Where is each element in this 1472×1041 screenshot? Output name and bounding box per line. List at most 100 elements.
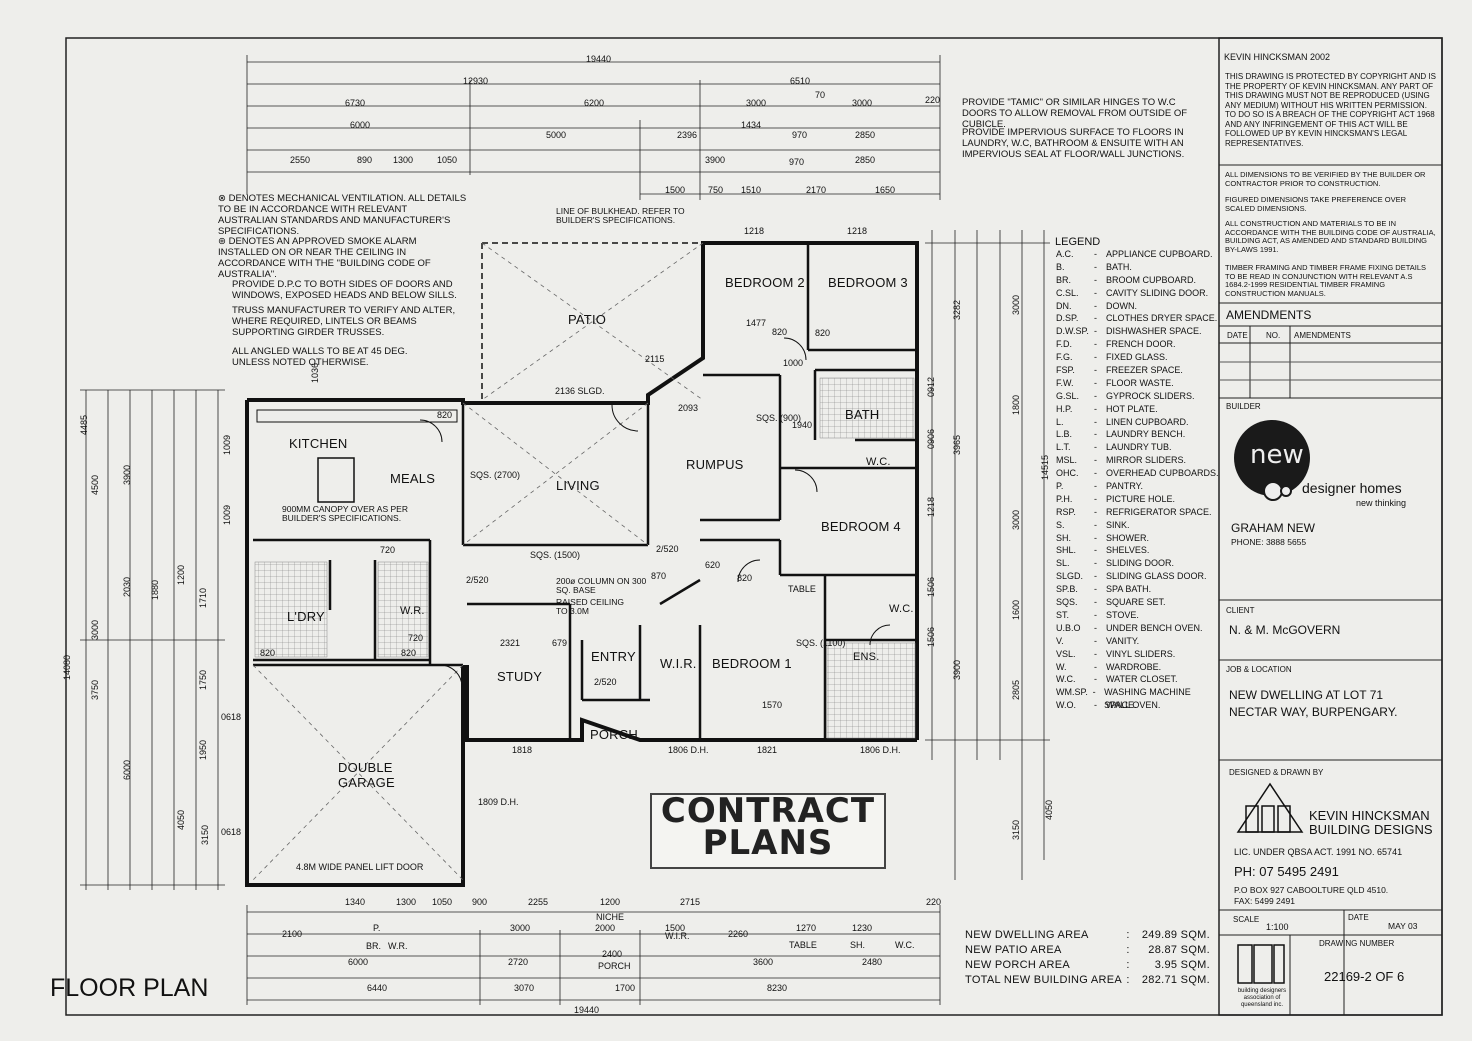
legend-description: CAVITY SLIDING DOOR. <box>1106 287 1209 298</box>
area-value: 28.87 SQM. <box>1148 944 1210 956</box>
right-dimension: 1600 <box>1011 599 1021 620</box>
right-dimension: 0912 <box>926 376 936 397</box>
top-dimension: 70 <box>815 90 826 100</box>
top-dimension: 3000 <box>746 98 767 108</box>
interior-dimension: 720 <box>408 633 424 643</box>
top-dimension: 1300 <box>393 155 414 165</box>
area-colon: : <box>1126 944 1130 956</box>
legend-abbreviation: SP.B. <box>1056 584 1078 595</box>
area-schedule: NEW DWELLING AREA:249.89 SQM.NEW PATIO A… <box>965 928 1210 988</box>
top-dimension: 1650 <box>875 185 896 195</box>
note-impervious: PROVIDE IMPERVIOUS SURFACE TO FLOORS IN … <box>962 127 1185 160</box>
legend-dash: - <box>1094 287 1097 298</box>
legend-abbreviation: WM.SP. <box>1056 687 1088 698</box>
left-dimension: 1950 <box>198 739 208 760</box>
legend-item: SHL.-SHELVES. <box>1056 544 1221 557</box>
legend-item: RSP.-REFRIGERATOR SPACE. <box>1056 506 1221 519</box>
legend-dash: - <box>1094 339 1097 350</box>
note-wc-hinges: PROVIDE "TAMIC" OR SIMILAR HINGES TO W.C… <box>962 97 1188 130</box>
drawing-title: FLOOR PLAN <box>50 974 209 1002</box>
legend-description: FRENCH DOOR. <box>1106 339 1176 350</box>
right-dimension: 3000 <box>1011 509 1021 530</box>
bottom-dimension: 900 <box>472 897 488 907</box>
room-study: STUDY <box>497 669 543 684</box>
drawing-number: 22169-2 OF 6 <box>1324 969 1405 984</box>
legend-description: FIXED GLASS. <box>1106 352 1168 363</box>
legend-dash: - <box>1094 545 1097 556</box>
left-dimension: 4485 <box>79 414 89 435</box>
legend-description: FLOOR WASTE. <box>1106 377 1174 388</box>
designer-name-1: KEVIN HINCKSMAN <box>1309 808 1430 823</box>
copyright-notice: THIS DRAWING IS PROTECTED BY COPYRIGHT A… <box>1225 72 1436 148</box>
legend-dash: - <box>1094 674 1097 685</box>
area-label: NEW DWELLING AREA <box>965 929 1089 941</box>
interior-dimension: 720 <box>380 545 396 555</box>
top-dimension: 12930 <box>463 76 489 86</box>
legend-abbreviation: P.H. <box>1056 493 1073 504</box>
interior-dimension: 1806 D.H. <box>668 745 709 755</box>
interior-dimension: SQS. (1500) <box>530 550 581 560</box>
bottom-dimension: 8230 <box>767 983 788 993</box>
legend-item: MSL.-MIRROR SLIDERS. <box>1056 454 1221 467</box>
room-bedroom-1: BEDROOM 1 <box>712 656 792 671</box>
legend-description: LAUNDRY BENCH. <box>1106 429 1186 440</box>
legend-item: F.D.-FRENCH DOOR. <box>1056 338 1221 351</box>
interior-dimension: 1809 D.H. <box>478 797 519 807</box>
left-dimension: 1200 <box>176 564 186 585</box>
legend-abbreviation: W.O. <box>1056 700 1076 711</box>
legend-description: VANITY. <box>1106 635 1140 646</box>
builder-phone: PHONE: 3888 5655 <box>1231 537 1307 547</box>
legend-description: GYPROCK SLIDERS. <box>1106 390 1195 401</box>
legend-item: BR.-BROOM CUPBOARD. <box>1056 274 1221 287</box>
right-dimension: 3965 <box>952 434 962 455</box>
interior-dimension: 1570 <box>762 700 783 710</box>
legend-dash: - <box>1094 635 1097 646</box>
legend-description: PANTRY. <box>1106 481 1144 492</box>
bottom-dimension: 2715 <box>680 897 701 907</box>
amendments-col-amendments: AMENDMENTS <box>1294 331 1351 340</box>
bottom-dimension: NICHE <box>596 912 625 922</box>
interior-dimension: 0618 <box>221 712 242 722</box>
bottom-dimension: 1700 <box>615 983 636 993</box>
bottom-dimension: PORCH <box>598 961 631 971</box>
legend-dash: - <box>1094 455 1097 466</box>
interior-dimension: 2/520 <box>466 575 489 585</box>
drawing-number-label: DRAWING NUMBER <box>1319 939 1395 948</box>
legend-description: UNDER BENCH OVEN. <box>1106 622 1203 633</box>
interior-dimension: 1477 <box>746 318 767 328</box>
area-row: TOTAL NEW BUILDING AREA:282.71 SQM. <box>965 973 1210 988</box>
left-dimension: 6000 <box>122 759 132 780</box>
legend-abbreviation: SL. <box>1056 558 1070 569</box>
left-dimension: 4500 <box>90 474 100 495</box>
legend-description: VINYL SLIDERS. <box>1106 648 1176 659</box>
legend-description: WASHING MACHINE SPACE. <box>1104 687 1191 711</box>
area-row: NEW PATIO AREA:28.87 SQM. <box>965 943 1210 958</box>
note-bulkhead: LINE OF BULKHEAD. REFER TO BUILDER'S SPE… <box>556 206 685 225</box>
legend-abbreviation: SQS. <box>1056 597 1078 608</box>
right-dimension: 3000 <box>1011 294 1021 315</box>
interior-dimension: 2321 <box>500 638 521 648</box>
room-ensuite: ENS. <box>853 651 880 663</box>
right-dimension: 3900 <box>952 659 962 680</box>
left-dimension: 3750 <box>90 679 100 700</box>
left-dimension: 4050 <box>176 809 186 830</box>
legend-abbreviation: SHL. <box>1056 545 1077 556</box>
left-dimension: 1750 <box>198 669 208 690</box>
legend-abbreviation: FSP. <box>1056 365 1075 376</box>
room-garage-line-1: DOUBLE <box>338 760 393 775</box>
left-dimension: 1880 <box>150 579 160 600</box>
legend-abbreviation: SH. <box>1056 532 1072 543</box>
top-dimension: 1434 <box>741 120 762 130</box>
note-angled-walls: ALL ANGLED WALLS TO BE AT 45 DEG. UNLESS… <box>232 346 408 368</box>
legend-item: P.H.-PICTURE HOLE. <box>1056 493 1221 506</box>
left-dimension: 1009 <box>222 504 232 525</box>
legend-abbreviation: W. <box>1056 661 1067 672</box>
bottom-dimension: 2100 <box>282 929 303 939</box>
legend-item: P.-PANTRY. <box>1056 480 1221 493</box>
interior-dimension: 870 <box>651 571 667 581</box>
legend-item: G.SL.-GYPROCK SLIDERS. <box>1056 390 1221 403</box>
note-dpc: PROVIDE D.P.C TO BOTH SIDES OF DOORS AND… <box>232 279 457 301</box>
interior-dimension: 1000 <box>783 358 804 368</box>
top-dimension: 1510 <box>741 185 762 195</box>
